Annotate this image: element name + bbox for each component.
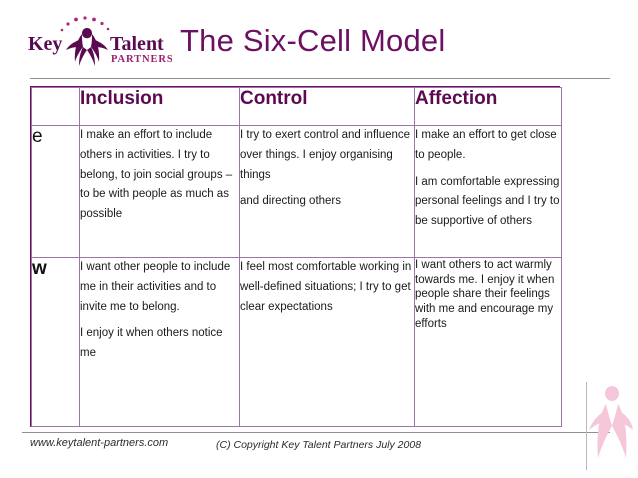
cell-paragraph: I want other people to include me in the… [80,261,231,313]
cell-wanted-inclusion: I want other people to include me in the… [79,257,240,427]
cell-paragraph: I make an effort to get close to people. [415,129,557,161]
header-divider [30,78,610,79]
table-row: w I want other people to include me in t… [31,257,562,427]
figure-watermark-icon [588,378,634,470]
cell-paragraph: and directing others [240,195,342,208]
table-row: e I make an effort to include others in … [31,125,562,258]
cell-paragraph: I try to exert control and influence ove… [240,129,411,181]
column-header-control: Control [239,87,415,126]
watermark-divider-line [586,382,587,470]
footer-website: www.keytalent-partners.com [30,437,169,449]
row-label-expressed: e [31,125,80,258]
cell-paragraph: I enjoy it when others notice me [80,327,223,360]
key-talent-partners-logo: Key Talent PARTNERS [22,14,172,74]
slide-header: Key Talent PARTNERS The Six-Cell Model [0,0,638,84]
cell-expressed-affection: I make an effort to get close to people.… [414,125,562,258]
logo-text-key: Key [28,33,62,55]
cell-wanted-control: I feel most comfortable working in well-… [239,257,415,427]
cell-paragraph: I make an effort to include others in ac… [80,129,233,221]
footer-copyright: (C) Copyright Key Talent Partners July 2… [216,439,422,451]
cell-paragraph: I want others to act warmly towards me. … [415,259,555,330]
cell-paragraph: I am comfortable expressing personal fee… [415,175,560,228]
column-header-inclusion: Inclusion [79,87,240,126]
cell-expressed-inclusion: I make an effort to include others in ac… [79,125,240,258]
six-cell-model-table: Inclusion Control Affection e I make an … [30,86,562,427]
table-header-row: Inclusion Control Affection [31,87,562,126]
cell-wanted-affection: I want others to act warmly towards me. … [414,257,562,427]
page-title: The Six-Cell Model [180,23,446,58]
logo-text-talent: Talent [110,33,164,55]
header-corner-blank [31,87,80,126]
footer-divider [22,432,610,433]
row-label-wanted: w [31,257,80,427]
logo-text-partners: PARTNERS [111,54,172,65]
cell-expressed-control: I try to exert control and influence ove… [239,125,415,258]
column-header-affection: Affection [414,87,562,126]
cell-paragraph: I feel most comfortable working in well-… [240,261,412,313]
